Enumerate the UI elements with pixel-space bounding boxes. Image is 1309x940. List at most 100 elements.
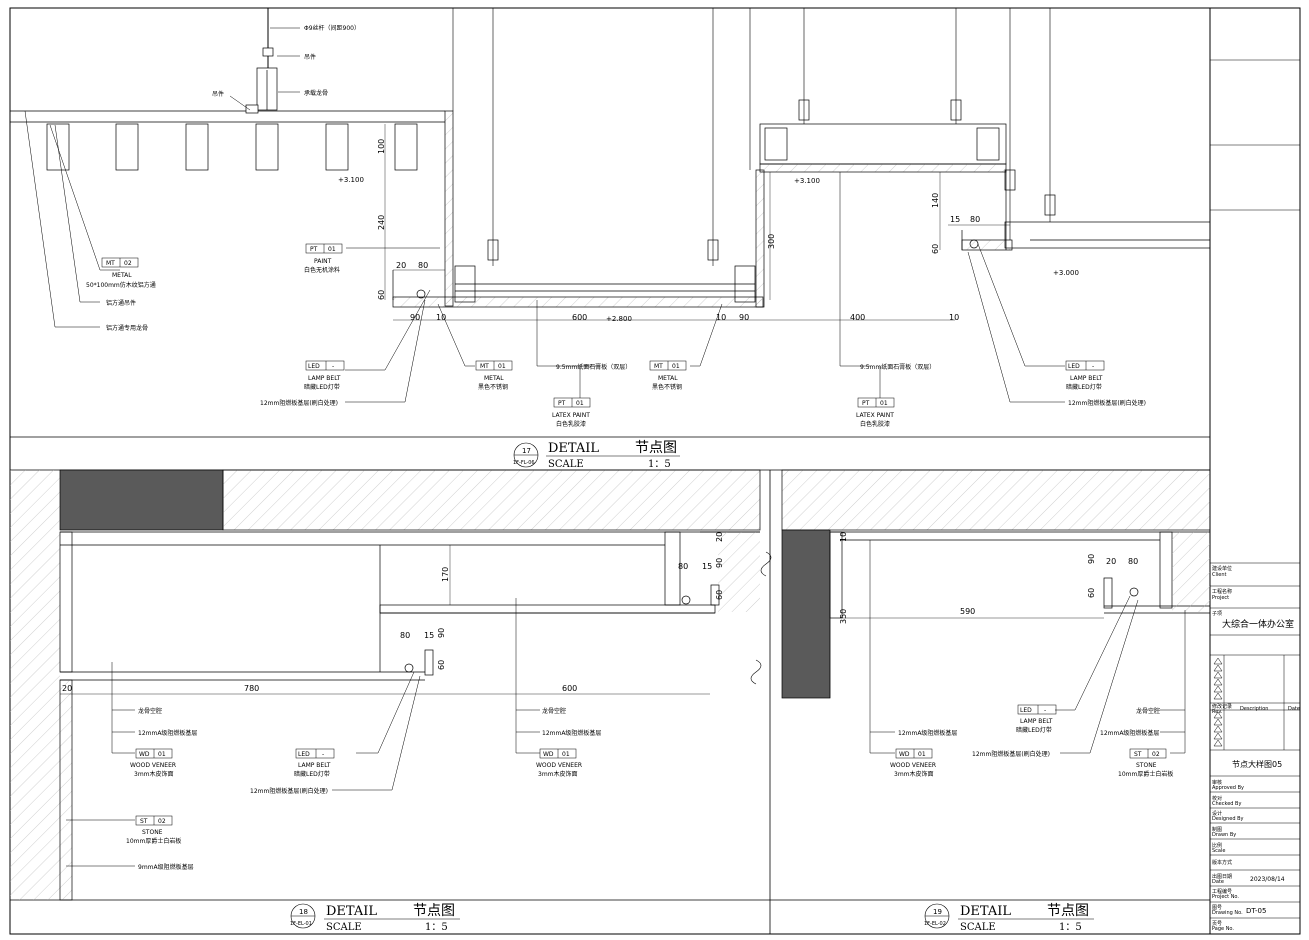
led-a-num: -: [332, 363, 334, 370]
tb-project-label: 工程名称: [1212, 588, 1232, 595]
tb-designed-label: 设计: [1212, 810, 1222, 817]
detail17-title-cn: 节点图: [635, 440, 677, 456]
mt01a-num: 01: [498, 363, 506, 370]
tb-sheet-value: DT-05: [1246, 907, 1266, 915]
d19-dim-80: 80: [1128, 557, 1138, 566]
d18-dim-80b: 80: [400, 631, 410, 640]
tb-designed-en: Designed By: [1212, 816, 1244, 822]
tb-area-value: 大综合一体办公室: [1222, 618, 1294, 630]
mt02-en: METAL: [112, 272, 132, 279]
d18-dim-80a: 80: [678, 562, 688, 571]
tb-version-label: 版本方式: [1212, 859, 1232, 866]
mt01b-code: MT: [654, 363, 663, 370]
tb-projno-en: Project No.: [1212, 894, 1239, 900]
mt02-code: MT: [106, 260, 115, 267]
alu-tubes: [46, 123, 418, 171]
d18-board-w: 12mm阻燃板基层(刷白处理): [250, 787, 328, 795]
tb-scale-label: 比例: [1212, 842, 1222, 849]
d18-dim-90b: 90: [437, 628, 446, 638]
dim-400: 400: [850, 313, 865, 322]
dim-10b: 10: [716, 313, 726, 322]
detail18-scale-label: SCALE: [326, 922, 362, 933]
detail19-num: 19: [933, 908, 942, 916]
d18-wd01a-code: WD: [139, 751, 150, 758]
alu-keel-label: 铝方通专用龙骨: [106, 324, 148, 332]
d19-board-a: 12mmA级阻燃板基层: [898, 729, 957, 737]
dim-10a: 10: [436, 313, 446, 322]
tb-checked-label: 校对: [1212, 795, 1222, 802]
elevation-3: +2.800: [606, 315, 632, 323]
d19-st02-cn: 10mm厚爵士白岩板: [1118, 770, 1173, 778]
board-b-label: 12mm阻燃板基层(刷白处理): [1068, 399, 1146, 407]
led-b-num: -: [1092, 363, 1094, 370]
d19-led-cn: 暗藏LED灯带: [1016, 726, 1052, 734]
mt01b-en: METAL: [658, 375, 678, 382]
mt01b-cn: 黑色不锈钢: [652, 383, 682, 391]
d19-cavity: 龙骨空腔: [1136, 707, 1160, 715]
d18-st02-code: ST: [140, 818, 148, 825]
d18-dim-60a: 60: [715, 590, 724, 600]
detail17-scale-label: SCALE: [548, 459, 584, 470]
break-marks: [750, 551, 772, 685]
d19-led-en: LAMP BELT: [1020, 718, 1053, 725]
d18-wd01b-cn: 3mm木皮饰面: [538, 770, 578, 778]
d19-led-num: -: [1044, 707, 1046, 714]
dim-240: 240: [377, 215, 386, 230]
tb-approved-en: Approved By: [1212, 785, 1244, 791]
tb-date-en: Date: [1212, 879, 1224, 885]
d19-dim-350: 350: [839, 609, 848, 624]
tb-checked-en: Checked By: [1212, 801, 1241, 807]
dim-20: 20: [396, 261, 406, 270]
detail18-title-cn: 节点图: [413, 903, 455, 919]
detail19-scale: 1：5: [1059, 922, 1082, 933]
pt01b-code: PT: [558, 400, 566, 407]
dim-100: 100: [377, 139, 386, 154]
pt01b-num: 01: [576, 400, 584, 407]
pt01c-num: 01: [880, 400, 888, 407]
title-block-texts: 建设单位 Client 工程名称 Project 子项 大综合一体办公室 修改记…: [1212, 565, 1300, 932]
d18-wd01b-code: WD: [543, 751, 554, 758]
tb-builder-label: 建设单位: [1212, 565, 1232, 572]
d18-dim-600: 600: [562, 684, 577, 693]
d18-dim-20b: 20: [62, 684, 72, 693]
d19-led-code: LED: [1020, 707, 1032, 714]
led-a-en: LAMP BELT: [308, 375, 341, 382]
gypsum-a-label: 9.5mm纸面石膏板（双层）: [556, 363, 631, 371]
dim-600: 600: [572, 313, 587, 322]
detail19-title-en: DETAIL: [960, 904, 1011, 919]
dim-15: 15: [950, 215, 960, 224]
dim-60: 60: [377, 290, 386, 300]
tb-scale-en: Scale: [1212, 848, 1225, 854]
led-a-code: LED: [308, 363, 320, 370]
d18-dim-15b: 15: [424, 631, 434, 640]
detail18-scale: 1：5: [425, 922, 448, 933]
tb-page-en: Page No.: [1212, 926, 1234, 932]
dim-90a: 90: [410, 313, 420, 322]
d18-led-code: LED: [298, 751, 310, 758]
detail18-num: 18: [299, 908, 308, 916]
d18-wd01a-num: 01: [158, 751, 166, 758]
tb-drawing-name: 节点大样图05: [1232, 759, 1282, 769]
gypsum-b-label: 9.5mm纸面石膏板（双层）: [860, 363, 935, 371]
hanger-label-2: 吊件: [212, 90, 224, 98]
tb-rev-desc-en: Description: [1240, 706, 1268, 712]
d18-dim-170: 170: [441, 567, 450, 582]
tb-rev-en: Rev.: [1212, 709, 1223, 715]
mt02-num: 02: [124, 260, 132, 267]
d19-wd01-num: 01: [918, 751, 926, 758]
tb-project-en: Project: [1212, 595, 1229, 601]
d18-st02-cn: 10mm厚爵士白岩板: [126, 837, 181, 845]
title-block: [1210, 59, 1300, 919]
elevation-2: +3.100: [794, 177, 820, 185]
detail17-scale: 1：5: [648, 459, 671, 470]
pt01c-cn: 白色乳胶漆: [860, 420, 890, 428]
d18-st02-num: 02: [158, 818, 166, 825]
mt01b-num: 01: [672, 363, 680, 370]
detail-17-texts: Φ9丝杆（间距900） 吊件 吊件 承载龙骨 +3.100 +3.100 +2.…: [86, 24, 1146, 470]
d18-board-a: 12mmA级阻燃板基层: [138, 729, 197, 737]
hanger-rod-label: Φ9丝杆（间距900）: [304, 24, 360, 32]
d18-dim-15a: 15: [702, 562, 712, 571]
d19-wd01-cn: 3mm木皮饰面: [894, 770, 934, 778]
d19-dim-10: 10: [839, 532, 848, 542]
